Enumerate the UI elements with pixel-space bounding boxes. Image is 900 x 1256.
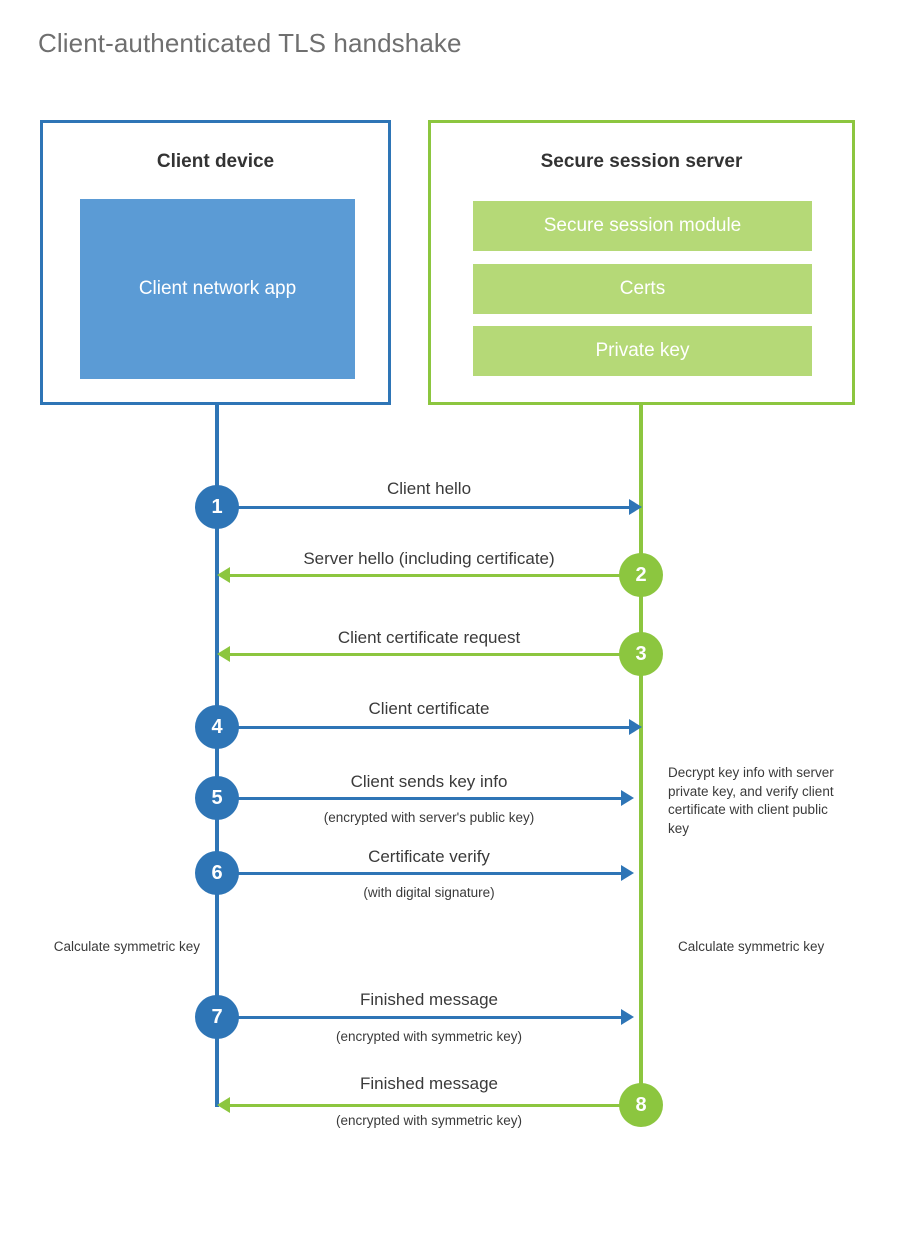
message-sublabel-6: (with digital signature) [363,885,495,900]
message-line-2 [225,574,629,577]
message-line-4 [217,726,629,729]
note-server-decrypt: Decrypt key info with server private key… [668,765,834,836]
arrowhead-5-icon [621,790,634,806]
server-lifeline [639,405,643,1107]
step-badge-2[interactable]: 2 [619,553,663,597]
arrowhead-7-icon [621,1009,634,1025]
client-device-box: Client device Client network app [40,120,391,405]
arrowhead-8-icon [217,1097,230,1113]
note-server-calculate-symmetric-key: Calculate symmetric key [678,939,825,954]
message-label-5: Client sends key info [350,772,508,791]
page-title: Client-authenticated TLS handshake [38,28,462,58]
message-line-1 [217,506,629,509]
step-badge-1[interactable]: 1 [195,485,239,529]
arrowhead-1-icon [629,499,642,515]
message-line-3 [225,653,629,656]
message-label-4: Client certificate [368,699,490,718]
message-label-1: Client hello [386,479,472,498]
message-line-5 [217,797,621,800]
message-label-6: Certificate verify [368,847,490,866]
step-badge-6[interactable]: 6 [195,851,239,895]
private-key-block: Private key [473,326,812,376]
secure-session-server-title: Secure session server [540,151,743,172]
message-label-8: Finished message [360,1074,498,1093]
step-badge-3[interactable]: 3 [619,632,663,676]
message-label-2: Server hello (including certificate) [303,549,555,568]
arrowhead-4-icon [629,719,642,735]
certs-block: Certs [473,264,812,314]
message-label-7: Finished message [360,990,498,1009]
step-badge-5[interactable]: 5 [195,776,239,820]
step-badge-8[interactable]: 8 [619,1083,663,1127]
message-sublabel-7: (encrypted with symmetric key) [335,1029,523,1044]
message-sublabel-8: (encrypted with symmetric key) [335,1113,523,1128]
note-client-calculate-symmetric-key: Calculate symmetric key [53,939,200,954]
message-line-7 [217,1016,621,1019]
step-badge-4[interactable]: 4 [195,705,239,749]
message-sublabel-5: (encrypted with server's public key) [323,810,535,825]
client-device-title: Client device [156,151,275,172]
client-lifeline [215,405,219,1107]
message-line-6 [217,872,621,875]
secure-session-module-block: Secure session module [473,201,812,251]
arrowhead-6-icon [621,865,634,881]
arrowhead-3-icon [217,646,230,662]
client-network-app-block: Client network app [80,199,355,379]
message-label-3: Client certificate request [337,628,521,647]
step-badge-7[interactable]: 7 [195,995,239,1039]
message-line-8 [225,1104,629,1107]
secure-session-server-box: Secure session server Secure session mod… [428,120,855,405]
arrowhead-2-icon [217,567,230,583]
